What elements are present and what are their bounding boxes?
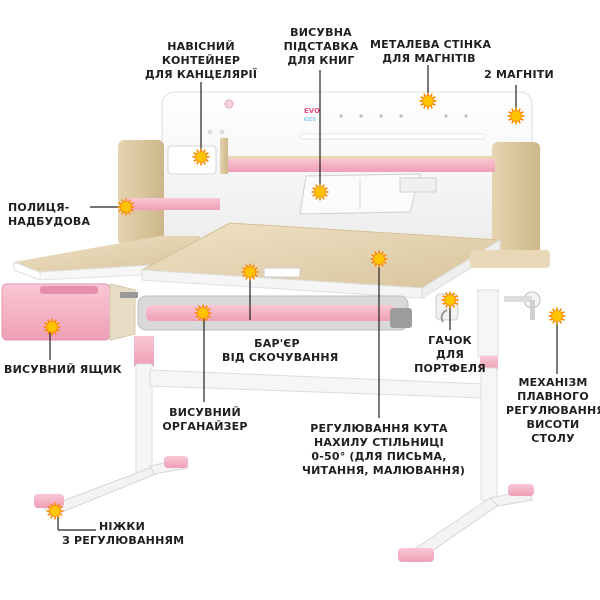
marker-book-stand-icon <box>311 183 329 201</box>
right-leg <box>398 289 534 563</box>
label-magnets: 2 МАГНІТИ <box>484 68 554 81</box>
marker-tilt-icon <box>370 250 388 268</box>
marker-metal-wall-icon <box>419 92 437 110</box>
marker-height-icon <box>548 307 566 325</box>
label-feet: НІЖКИ З РЕГУЛЮВАННЯМ <box>62 520 185 547</box>
label-drawer: ВИСУВНИЙ ЯЩИК <box>4 363 122 376</box>
drawer <box>1 283 138 341</box>
label-stationery-container: НАВІСНИЙ КОНТЕЙНЕР ДЛЯ КАНЦЕЛЯРІЇ <box>144 40 258 81</box>
marker-magnet-icon <box>507 107 525 125</box>
board-logo: EVO <box>304 107 320 115</box>
left-hutch-panel <box>118 140 164 245</box>
marker-container-icon <box>192 148 210 166</box>
label-tilt: РЕГУЛЮВАННЯ КУТА НАХИЛУ СТІЛЬНИЦІ 0-50° … <box>302 422 466 477</box>
label-book-stand: ВИСУВНА ПІДСТАВКА ДЛЯ КНИГ <box>283 26 359 67</box>
marker-hook-icon <box>441 291 459 309</box>
side-frame <box>470 250 550 268</box>
left-shelf <box>126 198 220 210</box>
marker-organizer-icon <box>194 304 212 322</box>
upper-shelf <box>220 138 495 174</box>
organizer <box>137 295 412 331</box>
marker-drawer-icon <box>43 318 61 336</box>
board-logo-sub: KIDS <box>304 117 316 123</box>
marker-shelf-icon <box>117 198 135 216</box>
book-stand <box>299 173 437 215</box>
marker-feet-icon <box>46 502 64 520</box>
label-barrier: БАР'ЄР ВІД СКОЧУВАННЯ <box>222 337 339 364</box>
label-shelf: ПОЛИЦЯ- НАДБУДОВА <box>8 201 91 228</box>
marker-barrier-icon <box>241 263 259 281</box>
left-leg <box>34 336 189 517</box>
label-metal-wall: МЕТАЛЕВА СТІНКА ДЛЯ МАГНІТІВ <box>370 38 492 65</box>
magnet-left <box>224 99 234 109</box>
label-organizer: ВИСУВНИЙ ОРГАНАЙЗЕР <box>162 406 248 433</box>
tilt-tabletop <box>140 222 502 299</box>
right-hutch-panel <box>492 142 540 262</box>
markers <box>43 92 566 520</box>
label-hook: ГАЧОК ДЛЯ ПОРТФЕЛЯ <box>414 334 486 375</box>
height-crank <box>504 291 541 320</box>
leader-lines <box>49 65 558 531</box>
label-height: МЕХАНІЗМ ПЛАВНОГО РЕГУЛЮВАННЯ ВИСОТИ СТО… <box>506 376 600 445</box>
